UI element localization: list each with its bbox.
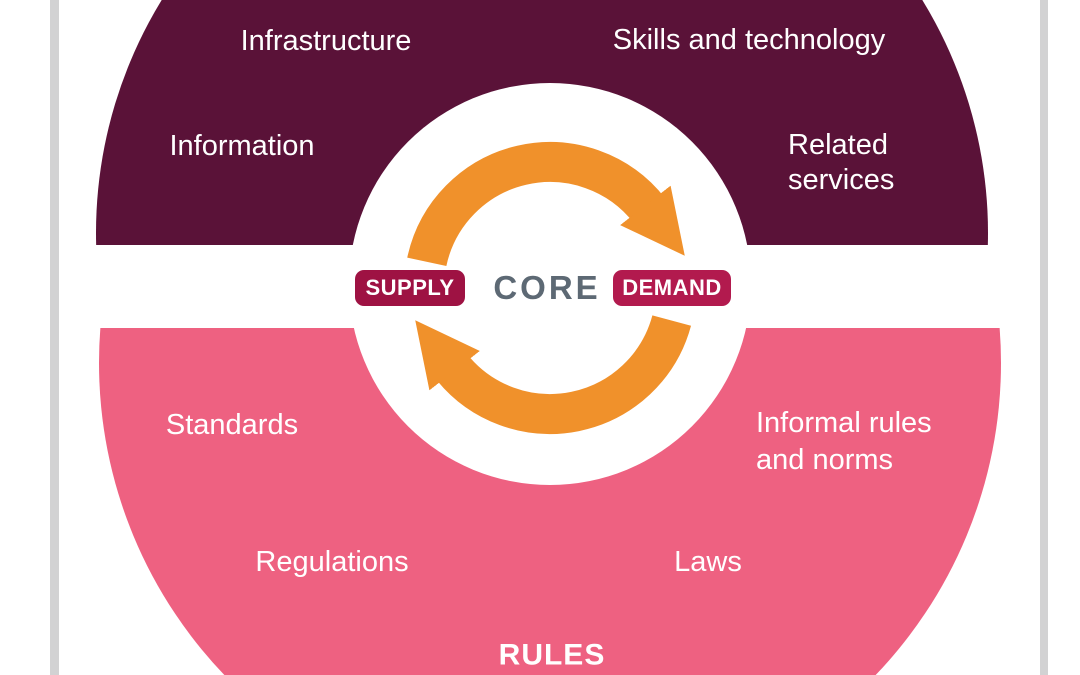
label-related-services: Related services (788, 129, 895, 196)
label-information: Information (169, 129, 315, 162)
demand-badge: DEMAND (613, 270, 731, 306)
supply-badge: SUPPLY (355, 270, 465, 306)
core-label: CORE (493, 269, 601, 306)
label-laws: Laws (674, 545, 742, 578)
demand-badge-label: DEMAND (622, 275, 722, 300)
supply-to-demand-arrow (407, 142, 685, 267)
label-informal-rules-and-norms: Informal rules and norms (756, 407, 932, 476)
label-standards: Standards (165, 408, 299, 441)
supply-badge-label: SUPPLY (365, 275, 455, 300)
label-skills-and-technology: Skills and technology (612, 23, 886, 56)
right-page-border (1040, 0, 1048, 675)
label-regulations: Regulations (255, 545, 409, 578)
cycle-arrows-icon (407, 142, 692, 434)
demand-to-supply-arrow (415, 314, 692, 434)
left-page-border (50, 0, 59, 675)
rules-caption: RULES (498, 638, 606, 672)
label-infrastructure: Infrastructure (240, 24, 412, 57)
